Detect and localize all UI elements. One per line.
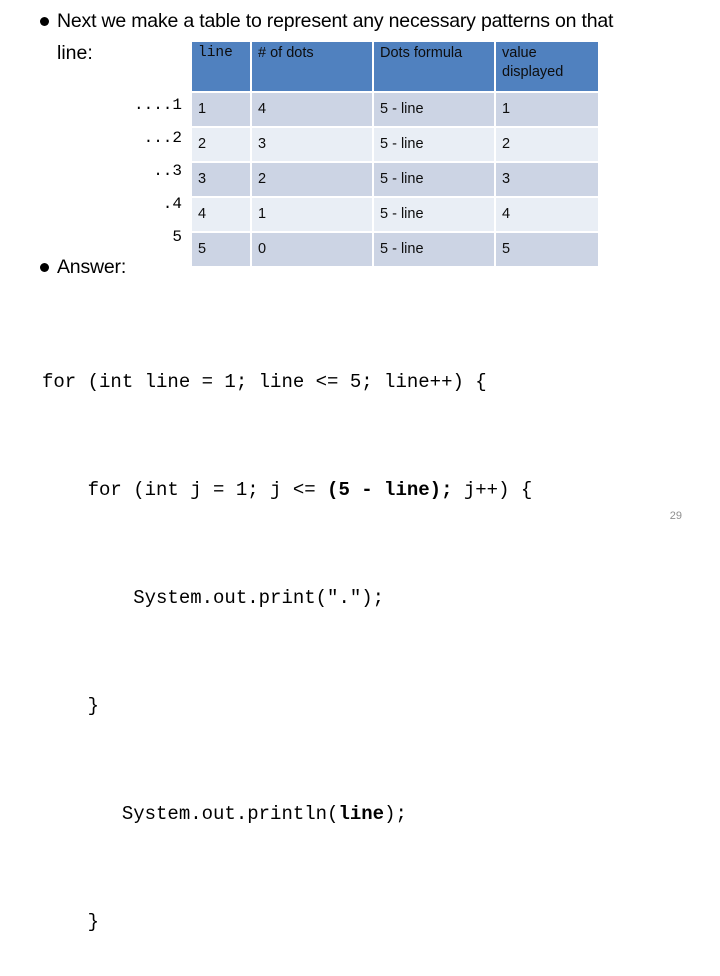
cell-value-displayed: 3 — [496, 163, 598, 196]
answer-label: Answer: — [57, 256, 127, 278]
code-plain-after: j++) { — [452, 479, 533, 501]
intro-bullet-text-line2: line: — [57, 42, 93, 64]
code-line: for (int line = 1; line <= 5; line++) { — [42, 364, 532, 400]
table-header-dots-formula: Dots formula — [374, 42, 494, 91]
cell-value-displayed: 4 — [496, 198, 598, 231]
cell-dots-formula: 5 - line — [374, 93, 494, 126]
cell-dots-formula: 5 - line — [374, 233, 494, 266]
code-line: } — [42, 688, 532, 724]
table-header-line: line — [192, 42, 250, 91]
cell-line: 3 — [192, 163, 250, 196]
page-number: 29 — [669, 510, 682, 522]
cell-value-displayed: 2 — [496, 128, 598, 161]
table-header-num-dots: # of dots — [252, 42, 372, 91]
cell-line: 5 — [192, 233, 250, 266]
table-row: 1 4 5 - line 1 — [192, 93, 598, 126]
answer-bullet: Answer: — [40, 254, 126, 280]
pattern-column: ....1 ...2 ..3 .4 5 — [96, 89, 182, 254]
cell-dots-formula: 5 - line — [374, 163, 494, 196]
cell-line: 1 — [192, 93, 250, 126]
bullet-dot-icon — [40, 263, 49, 272]
cell-dots-formula: 5 - line — [374, 128, 494, 161]
cell-value-displayed: 1 — [496, 93, 598, 126]
code-line: } — [42, 904, 532, 940]
cell-num-dots: 3 — [252, 128, 372, 161]
pattern-cell: ....1 — [133, 96, 182, 114]
table-header-value-displayed: value displayed — [496, 42, 598, 91]
cell-num-dots: 4 — [252, 93, 372, 126]
code-plain: for (int line = 1; line <= 5; line++) { — [42, 371, 487, 393]
code-line: System.out.print("."); — [42, 580, 532, 616]
dots-table: line # of dots Dots formula value displa… — [190, 40, 600, 268]
code-plain: System.out.print("."); — [42, 587, 385, 609]
cell-num-dots: 0 — [252, 233, 372, 266]
pattern-cell: 5 — [172, 228, 182, 246]
code-line: for (int j = 1; j <= (5 - line); j++) { — [42, 472, 533, 508]
pattern-cell: .4 — [162, 195, 182, 213]
table-row: 4 1 5 - line 4 — [192, 198, 598, 231]
code-plain: System.out.println( — [42, 803, 339, 825]
cell-num-dots: 2 — [252, 163, 372, 196]
cell-line: 2 — [192, 128, 250, 161]
code-bold: (5 - line); — [327, 479, 453, 501]
table-header-row: line # of dots Dots formula value displa… — [192, 42, 598, 91]
code-block: for (int line = 1; line <= 5; line++) { … — [42, 292, 532, 976]
code-plain: for (int j = 1; j <= — [42, 479, 328, 501]
cell-value-displayed: 5 — [496, 233, 598, 266]
table-row: 2 3 5 - line 2 — [192, 128, 598, 161]
code-bold: line — [338, 803, 385, 825]
pattern-cell: ..3 — [153, 162, 182, 180]
code-plain: } — [42, 695, 100, 717]
table-row: 5 0 5 - line 5 — [192, 233, 598, 266]
intro-bullet-text: Next we make a table to represent any ne… — [57, 10, 614, 32]
intro-bullet: Next we make a table to represent any ne… — [40, 8, 700, 34]
cell-num-dots: 1 — [252, 198, 372, 231]
table-row: 3 2 5 - line 3 — [192, 163, 598, 196]
bullet-dot-icon — [40, 17, 49, 26]
code-line: System.out.println(line); — [42, 796, 532, 832]
cell-line: 4 — [192, 198, 250, 231]
code-plain-after: ); — [384, 803, 407, 825]
cell-dots-formula: 5 - line — [374, 198, 494, 231]
code-plain: } — [42, 911, 100, 933]
pattern-cell: ...2 — [143, 129, 182, 147]
